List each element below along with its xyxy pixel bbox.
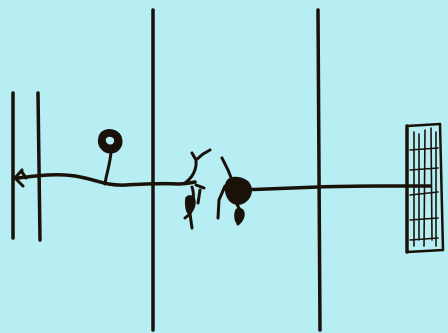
left-boundary-line-inner [38,93,40,240]
middle-right-vertical-line [318,10,320,330]
synaptic-terminal-blob [225,178,251,205]
